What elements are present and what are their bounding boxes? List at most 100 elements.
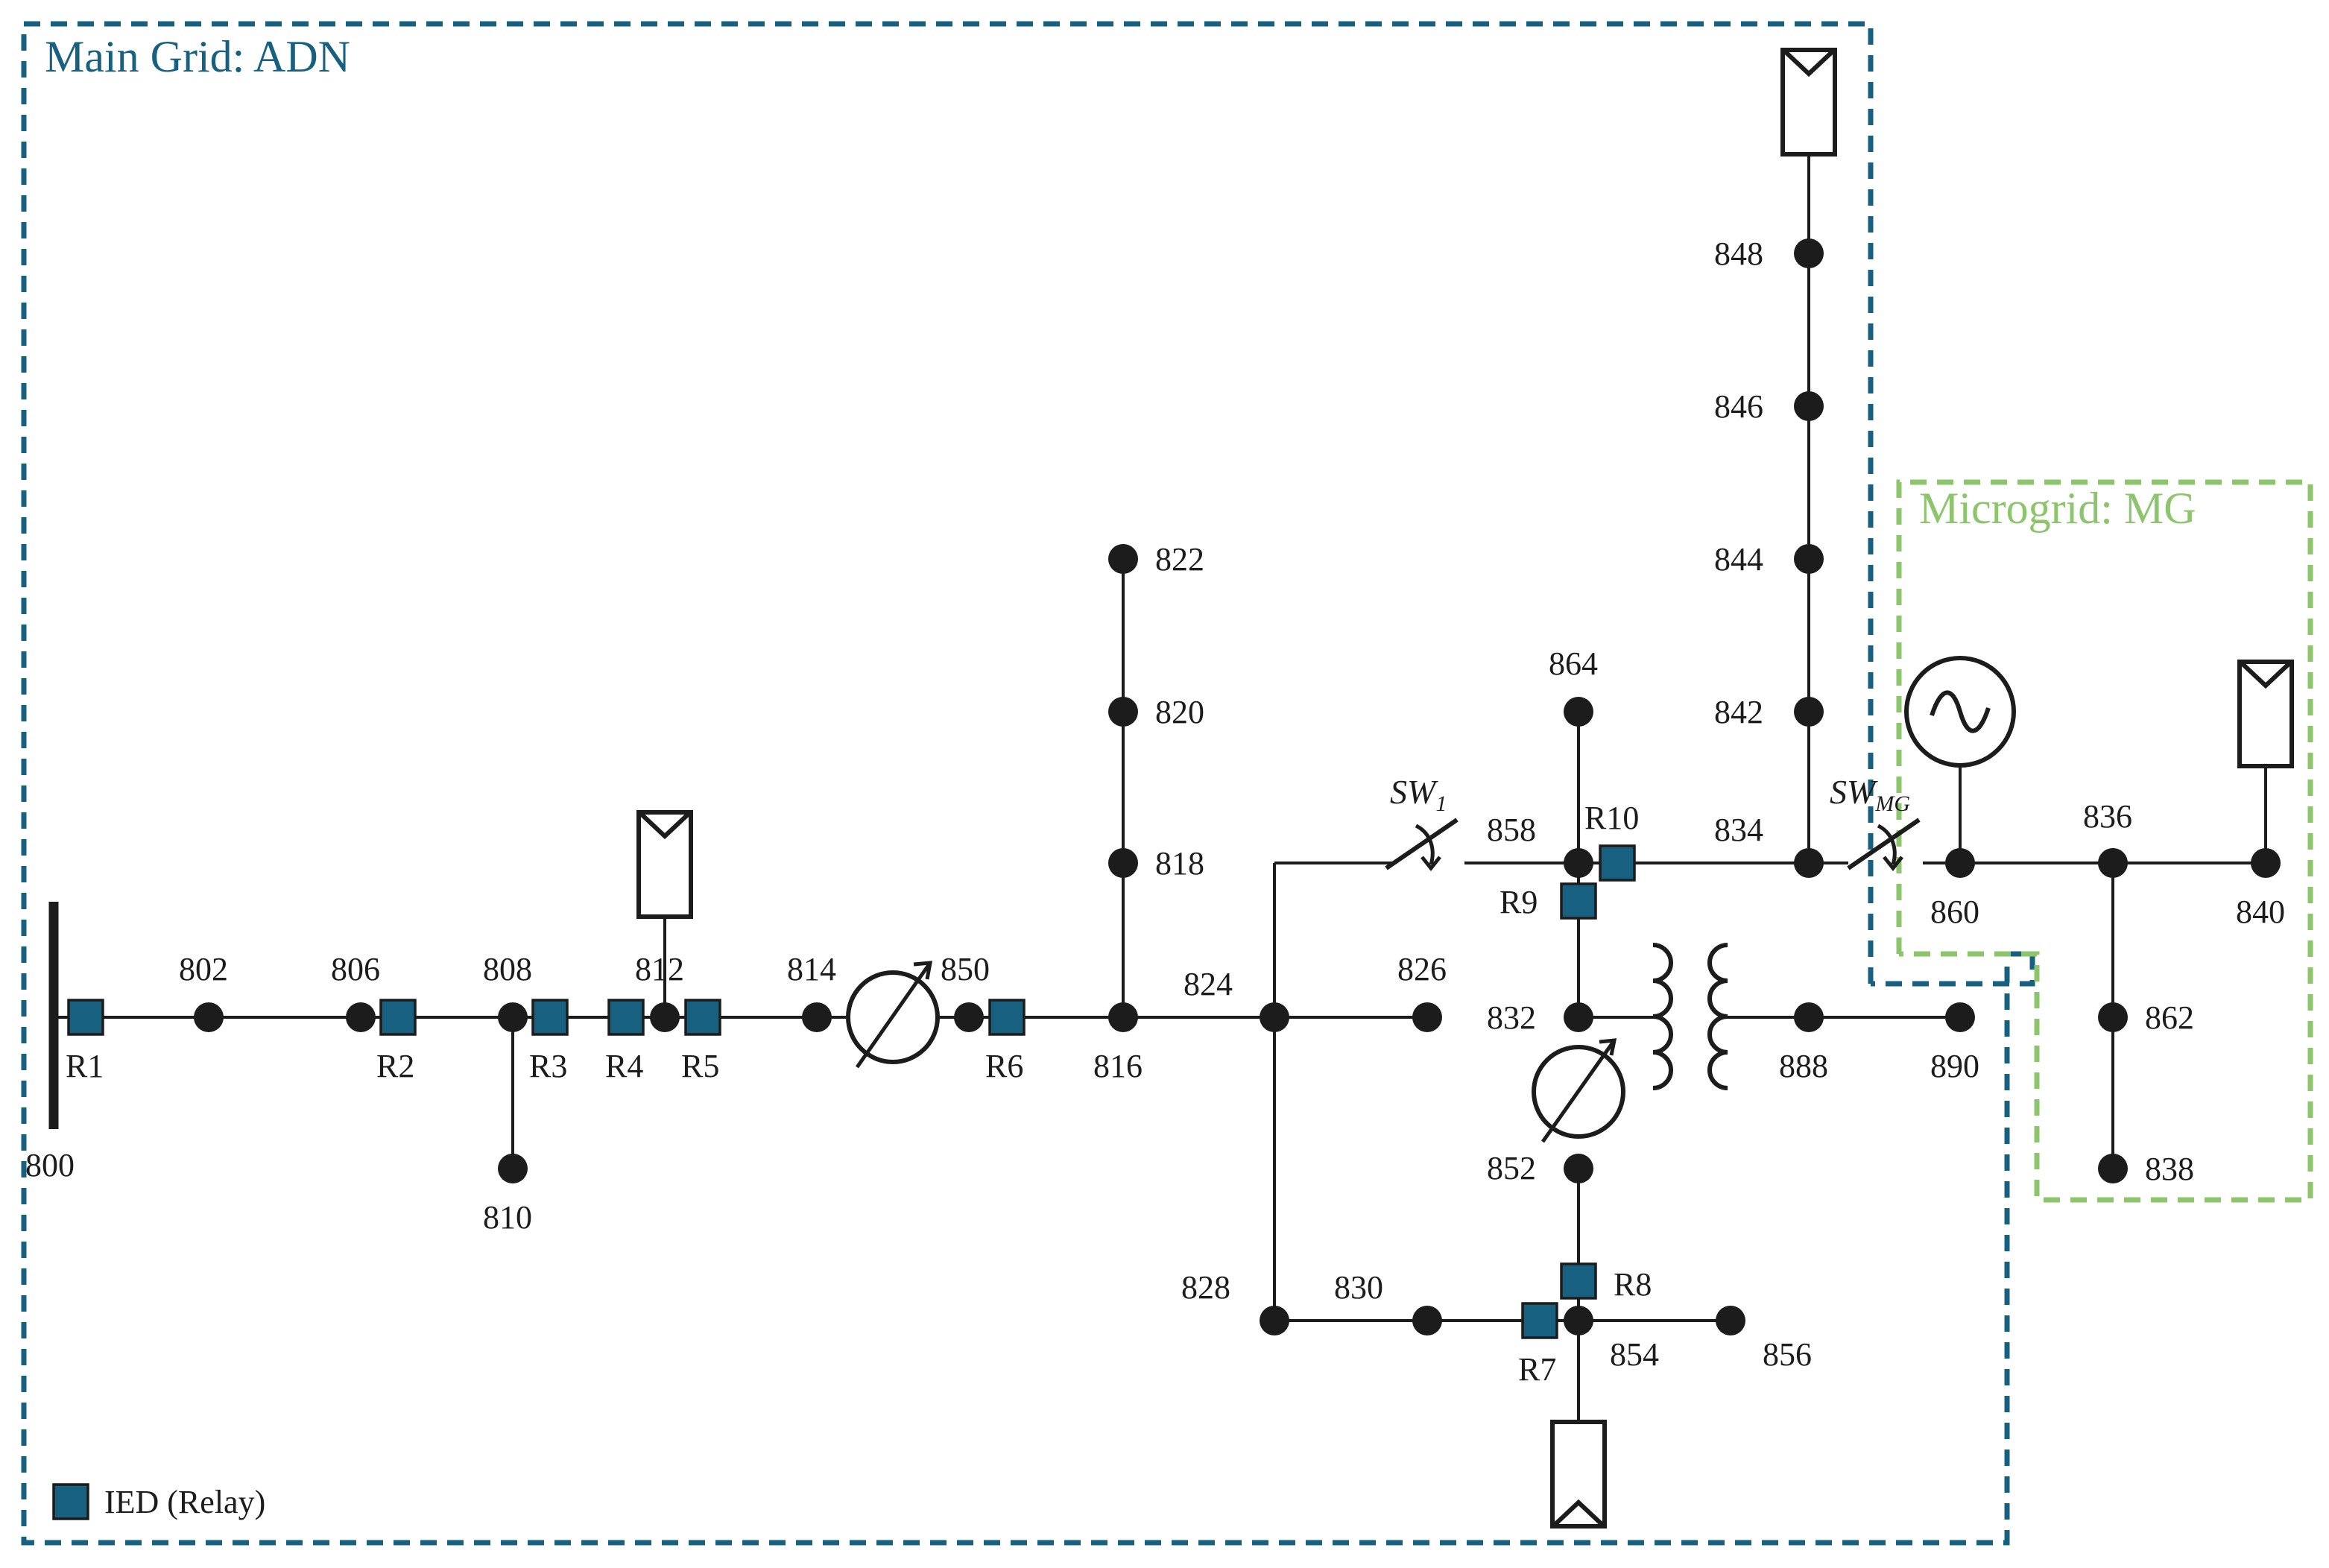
relay-label-r5: R5 xyxy=(681,1048,719,1084)
relay-label-r9: R9 xyxy=(1500,884,1538,920)
relay-icon[interactable] xyxy=(379,999,417,1036)
bus-label-854: 854 xyxy=(1610,1336,1659,1373)
bus-label-850: 850 xyxy=(941,951,990,987)
bus-label-808: 808 xyxy=(483,951,532,987)
relay-icon[interactable] xyxy=(531,999,569,1036)
relay-icon[interactable] xyxy=(988,999,1026,1036)
switch-label-sw1: SW1 xyxy=(1390,773,1447,816)
relay-label-r10: R10 xyxy=(1584,800,1639,836)
switch-label-swmg: SWMG xyxy=(1830,773,1910,816)
relay-icon[interactable] xyxy=(1521,1302,1558,1339)
bus-node-852[interactable] xyxy=(1564,1154,1593,1183)
bus-label-862: 862 xyxy=(2145,999,2194,1036)
bus-node-810[interactable] xyxy=(498,1154,528,1183)
bus-label-846: 846 xyxy=(1714,388,1763,425)
bus-label-826: 826 xyxy=(1397,951,1447,987)
bus-node-818[interactable] xyxy=(1108,848,1138,878)
bus-node-840[interactable] xyxy=(2251,848,2281,878)
pv-panel-icon xyxy=(636,810,693,919)
bus-node-838[interactable] xyxy=(2098,1154,2128,1183)
bus-node-830[interactable] xyxy=(1412,1306,1442,1335)
bus-label-832: 832 xyxy=(1487,999,1536,1036)
bus-node-814[interactable] xyxy=(802,1002,832,1032)
bus-label-834: 834 xyxy=(1714,812,1763,848)
bus-label-858: 858 xyxy=(1487,812,1536,848)
relay-icon[interactable] xyxy=(1560,1262,1597,1300)
relay-icon[interactable] xyxy=(607,999,645,1036)
bus-node-848[interactable] xyxy=(1794,238,1824,268)
voltage-regulator-icon xyxy=(846,961,940,1069)
bus-node-864[interactable] xyxy=(1564,697,1593,727)
bus-node-816[interactable] xyxy=(1108,1002,1138,1032)
bus-label-818: 818 xyxy=(1155,845,1204,882)
bus-label-856: 856 xyxy=(1763,1336,1812,1373)
bus-label-830: 830 xyxy=(1334,1269,1383,1306)
bus-label-814: 814 xyxy=(787,951,836,987)
bus-node-846[interactable] xyxy=(1794,391,1824,421)
relay-icon[interactable] xyxy=(684,999,721,1036)
relay-label-r8: R8 xyxy=(1614,1266,1652,1303)
relay-label-r6: R6 xyxy=(985,1048,1023,1084)
microgrid-title: Microgrid: MG xyxy=(1919,484,2196,533)
bus-node-834[interactable] xyxy=(1794,848,1824,878)
bus-label-820: 820 xyxy=(1155,694,1204,730)
bus-label-852: 852 xyxy=(1487,1150,1536,1186)
bus-node-854[interactable] xyxy=(1564,1306,1593,1335)
bus-node-824[interactable] xyxy=(1260,1002,1289,1032)
relay-label-r2: R2 xyxy=(376,1048,414,1084)
relay-icon[interactable] xyxy=(67,999,104,1036)
legend-relay-label: IED (Relay) xyxy=(104,1484,265,1520)
bus-node-820[interactable] xyxy=(1108,697,1138,727)
bus-label-824: 824 xyxy=(1184,966,1233,1002)
bus-node-832[interactable] xyxy=(1564,1002,1593,1032)
bus-node-844[interactable] xyxy=(1794,544,1824,574)
relay-icon xyxy=(52,1483,89,1520)
bus-node-856[interactable] xyxy=(1716,1306,1745,1335)
bus-label-810: 810 xyxy=(483,1199,532,1236)
bus-node-808[interactable] xyxy=(498,1002,528,1032)
bus-label-800: 800 xyxy=(25,1147,75,1183)
bus-node-802[interactable] xyxy=(194,1002,224,1032)
bus-node-826[interactable] xyxy=(1412,1002,1442,1032)
voltage-regulator-icon xyxy=(1532,1038,1625,1143)
bus-nodes xyxy=(194,238,2281,1335)
bus-node-806[interactable] xyxy=(346,1002,376,1032)
bus-label-890: 890 xyxy=(1930,1048,1979,1084)
bus-node-850[interactable] xyxy=(954,1002,984,1032)
bus-node-858[interactable] xyxy=(1564,848,1593,878)
switch-icon[interactable] xyxy=(1847,818,1921,872)
bus-label-802: 802 xyxy=(179,951,228,987)
switch-icon[interactable] xyxy=(1385,818,1459,872)
bus-label-848: 848 xyxy=(1714,235,1763,272)
pv-panel-icon xyxy=(1780,48,1837,157)
bus-node-890[interactable] xyxy=(1945,1002,1975,1032)
relay-label-r1: R1 xyxy=(66,1048,104,1084)
bus-label-838: 838 xyxy=(2145,1151,2194,1187)
transformer-icon xyxy=(1652,943,1728,1090)
bus-node-822[interactable] xyxy=(1108,544,1138,574)
bus-node-888[interactable] xyxy=(1794,1002,1824,1032)
bus-node-828[interactable] xyxy=(1260,1306,1289,1335)
relay-icon[interactable] xyxy=(1560,882,1597,920)
bus-node-860[interactable] xyxy=(1945,848,1975,878)
bus-label-828: 828 xyxy=(1181,1269,1230,1306)
bus-label-816: 816 xyxy=(1093,1048,1143,1084)
bus-label-822: 822 xyxy=(1155,541,1204,578)
legend: IED (Relay) xyxy=(52,1483,265,1520)
bus-node-842[interactable] xyxy=(1794,697,1824,727)
bus-node-862[interactable] xyxy=(2098,1002,2128,1032)
bus-label-864: 864 xyxy=(1549,645,1598,682)
main-grid-title: Main Grid: ADN xyxy=(45,32,350,81)
relay-icon[interactable] xyxy=(1599,844,1636,882)
bus-node-836[interactable] xyxy=(2098,848,2128,878)
bus-label-860: 860 xyxy=(1930,894,1979,930)
bus-label-844: 844 xyxy=(1714,541,1763,578)
bus-label-836: 836 xyxy=(2083,798,2132,835)
bus-label-888: 888 xyxy=(1779,1048,1828,1084)
microgrid-boundary xyxy=(1896,479,2313,1203)
bus-node-812[interactable] xyxy=(650,1002,680,1032)
main-grid-boundary xyxy=(21,21,2035,1546)
ac-generator-icon xyxy=(1904,656,2016,768)
relay-label-r7: R7 xyxy=(1518,1351,1556,1388)
bus-label-842: 842 xyxy=(1714,694,1763,730)
